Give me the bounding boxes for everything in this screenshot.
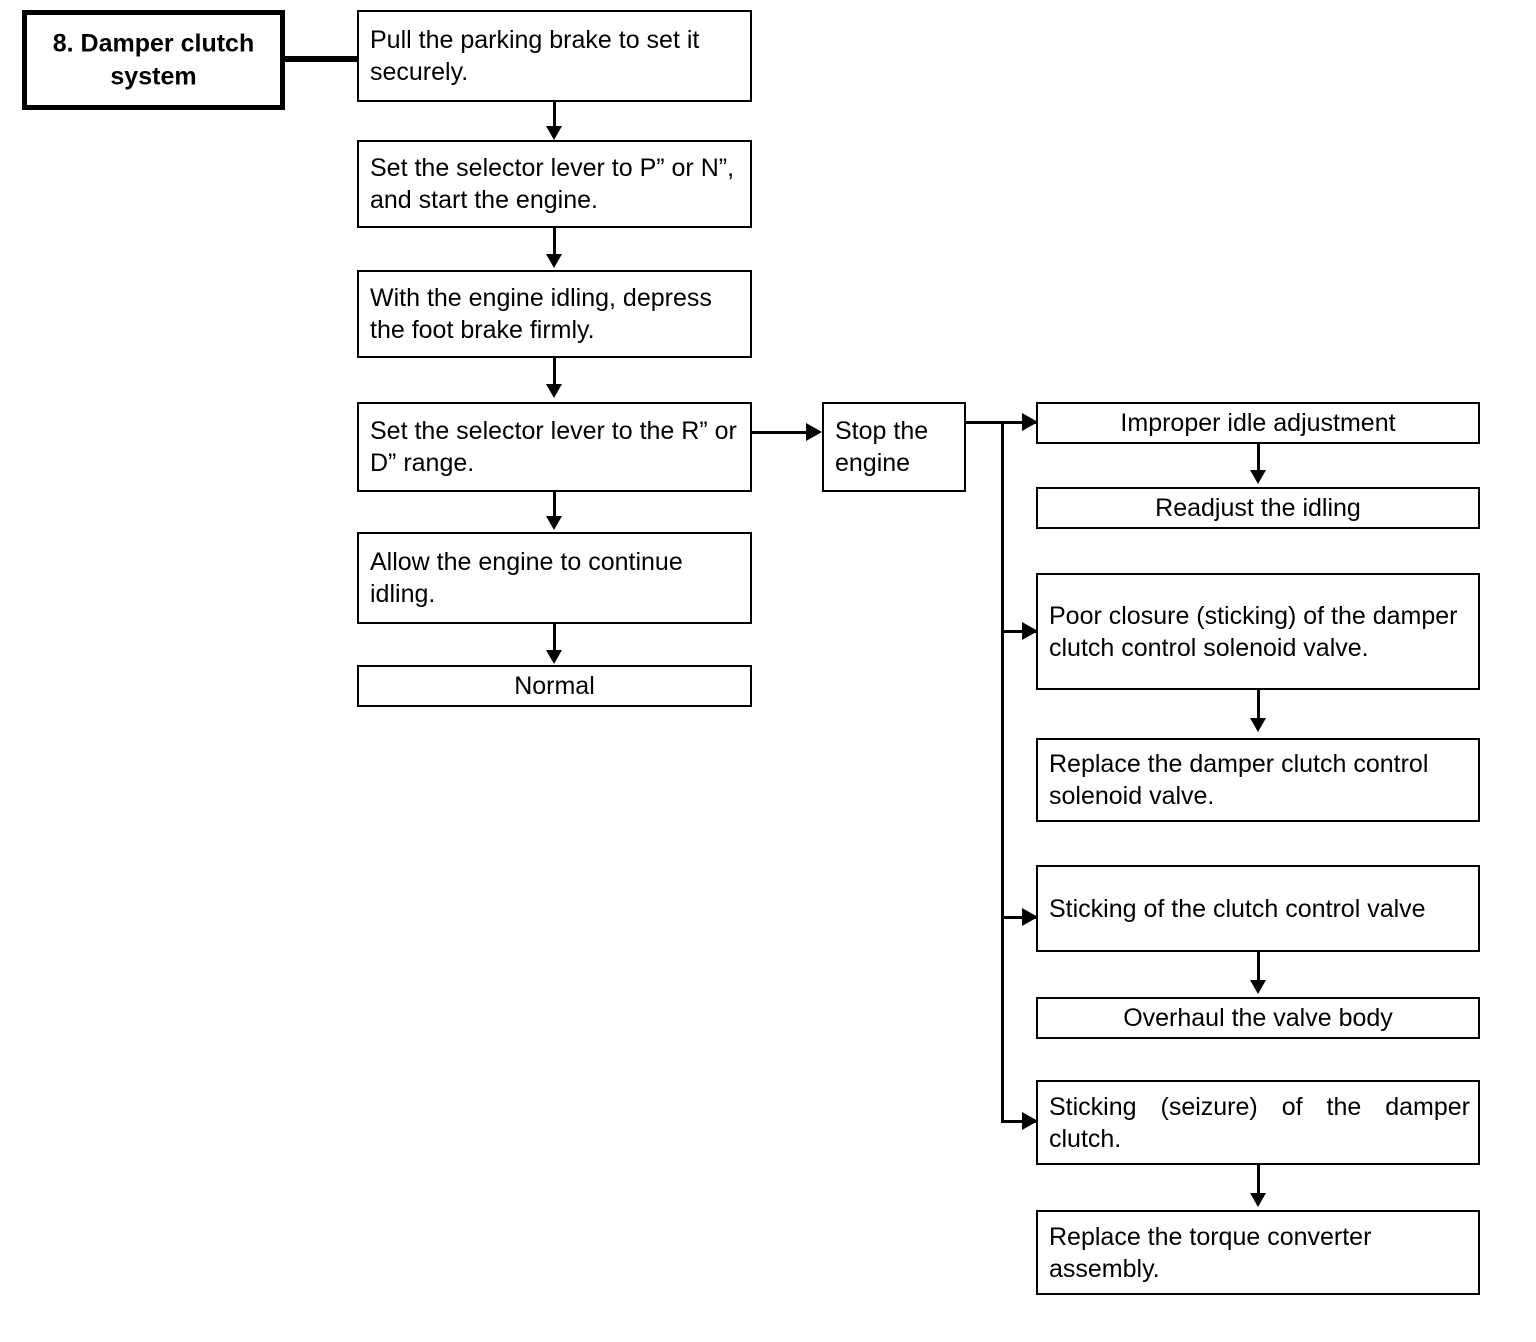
arrow-step5-to-normal <box>546 650 562 664</box>
step-box-set-lever-r-d: Set the selector lever to the R” or D” r… <box>357 402 752 492</box>
arrow-step4-to-stop-engine <box>806 423 822 441</box>
branch-box-stop-the-engine: Stop the engine <box>822 402 966 492</box>
connector-step2-to-step3 <box>553 228 556 256</box>
fault-box-sticking-clutch-control-valve: Sticking of the clutch control valve <box>1036 865 1480 952</box>
branch-text: Stop the engine <box>835 417 929 477</box>
connector-title-to-step1 <box>283 56 359 62</box>
remedy-box-readjust-the-idling: Readjust the idling <box>1036 487 1480 529</box>
fault-text: Improper idle adjustment <box>1120 409 1396 437</box>
remedy-text: Readjust the idling <box>1155 494 1361 522</box>
section-title-box: 8. Damper clutch system <box>22 10 285 110</box>
step-box-allow-engine-idling: Allow the engine to continue idling. <box>357 532 752 624</box>
connector-step5-to-normal <box>553 624 556 652</box>
arrow-fault2-to-remedy2 <box>1250 718 1266 732</box>
remedy-text: Overhaul the valve body <box>1123 1004 1393 1032</box>
fault-box-poor-closure-solenoid-valve: Poor closure (sticking) of the damper cl… <box>1036 573 1480 690</box>
fault-text: Poor closure (sticking) of the damper cl… <box>1049 601 1458 662</box>
connector-step4-to-step5 <box>553 492 556 518</box>
connector-trunk-to-fault-3 <box>1001 916 1036 919</box>
arrow-trunk-to-fault-4 <box>1022 1112 1038 1130</box>
step-text: Allow the engine to continue idling. <box>370 548 683 608</box>
connector-fault4-to-remedy4 <box>1257 1165 1260 1195</box>
result-text: Normal <box>514 672 595 700</box>
section-title-line-2: system <box>110 62 197 90</box>
arrow-step4-to-step5 <box>546 516 562 530</box>
arrow-trunk-to-fault-3 <box>1022 908 1038 926</box>
arrow-fault3-to-remedy3 <box>1250 980 1266 994</box>
step-text: Pull the parking brake to set it securel… <box>370 26 700 86</box>
connector-fault2-to-remedy2 <box>1257 690 1260 720</box>
fault-box-sticking-seizure-damper-clutch: Sticking (seizure) of the damper clutch. <box>1036 1080 1480 1165</box>
arrow-trunk-to-fault-2 <box>1022 622 1038 640</box>
step-box-pull-parking-brake: Pull the parking brake to set it securel… <box>357 10 752 102</box>
fault-box-improper-idle-adjustment: Improper idle adjustment <box>1036 402 1480 444</box>
arrow-stop-engine-to-fault-1 <box>1022 413 1038 431</box>
connector-step4-to-stop-engine <box>752 431 818 434</box>
remedy-box-overhaul-valve-body: Overhaul the valve body <box>1036 997 1480 1039</box>
remedy-box-replace-solenoid-valve: Replace the damper clutch control soleno… <box>1036 738 1480 822</box>
remedy-text: Replace the damper clutch control soleno… <box>1049 750 1429 810</box>
step-text: Set the selector lever to P” or N”, and … <box>370 154 735 214</box>
arrow-step1-to-step2 <box>546 126 562 140</box>
step-box-set-lever-p-n: Set the selector lever to P” or N”, and … <box>357 140 752 228</box>
step-box-engine-idling-foot-brake: With the engine idling, depress the foot… <box>357 270 752 358</box>
connector-step3-to-step4 <box>553 358 556 386</box>
section-title-line-1: 8. Damper clutch <box>52 29 255 58</box>
connector-fault1-to-remedy1 <box>1257 444 1260 472</box>
arrow-step3-to-step4 <box>546 384 562 398</box>
connector-fault3-to-remedy3 <box>1257 952 1260 982</box>
connector-trunk-to-fault-4 <box>1001 1120 1036 1123</box>
step-text: With the engine idling, depress the foot… <box>370 284 712 344</box>
arrow-fault1-to-remedy1 <box>1250 470 1266 484</box>
result-box-normal: Normal <box>357 665 752 707</box>
section-title-text: 8. Damper clutch system <box>33 28 274 93</box>
fault-text: Sticking (seizure) of the damper clutch. <box>1049 1092 1470 1153</box>
connector-trunk-to-fault-2 <box>1001 630 1036 633</box>
remedy-box-replace-torque-converter: Replace the torque converter assembly. <box>1036 1210 1480 1295</box>
remedy-text: Replace the torque converter assembly. <box>1049 1222 1372 1283</box>
step-text: Set the selector lever to the R” or D” r… <box>370 417 737 477</box>
fault-trunk-vertical <box>1001 421 1004 1123</box>
fault-text: Sticking of the clutch control valve <box>1049 894 1426 923</box>
arrow-step2-to-step3 <box>546 254 562 268</box>
arrow-fault4-to-remedy4 <box>1250 1193 1266 1207</box>
connector-step1-to-step2 <box>553 102 556 128</box>
